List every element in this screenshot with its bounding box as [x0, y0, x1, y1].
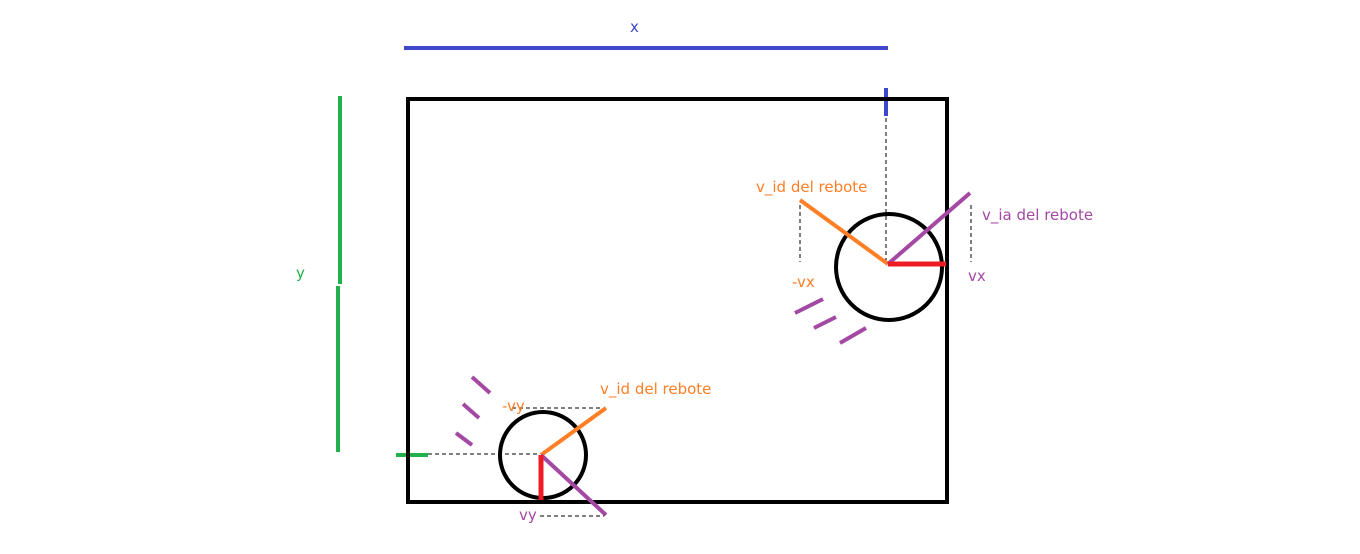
vx-label: vx — [968, 267, 986, 285]
motion-dash-5 — [461, 402, 481, 420]
v-ia-label-right: v_ia del rebote — [982, 206, 1093, 225]
neg-vx-label: -vx — [792, 273, 815, 291]
motion-dash-2 — [813, 315, 837, 330]
ball-right-group: v_id del rebote v_ia del rebote -vx vx — [756, 178, 1093, 345]
v-ia-vector-bottom — [539, 453, 608, 517]
motion-dash-4 — [470, 375, 492, 395]
x-axis-label: x — [630, 18, 639, 36]
v-id-label-bottom: v_id del rebote — [600, 380, 711, 399]
ball-bottom-group: v_id del rebote -vy vy — [454, 375, 711, 524]
ball-right — [834, 212, 944, 322]
neg-vy-label: -vy — [502, 397, 525, 415]
v-ia-vector-right — [886, 191, 972, 266]
y-axis-label: y — [296, 264, 305, 282]
v-id-label-right: v_id del rebote — [756, 178, 867, 197]
v-id-vector-right — [798, 198, 890, 266]
v-id-vector-bottom — [539, 406, 608, 457]
motion-dash-1 — [794, 297, 824, 315]
vy-label: vy — [519, 506, 537, 524]
motion-dash-6 — [454, 431, 474, 447]
boundary-box — [406, 97, 949, 504]
motion-dash-3 — [839, 326, 867, 345]
